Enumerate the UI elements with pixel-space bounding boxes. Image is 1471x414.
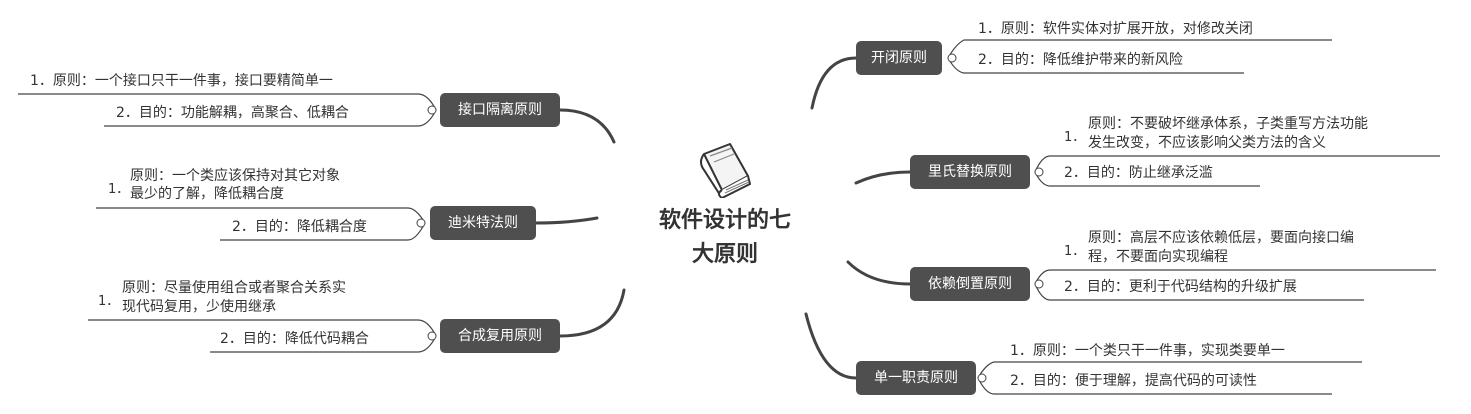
lsp-purpose: 2．目的：防止继承泛滥 [1064, 165, 1213, 181]
topic-liskov[interactable]: 里氏替换原则 [910, 155, 1030, 189]
topic-single-responsibility[interactable]: 单一职责原则 [856, 361, 976, 395]
link-center-lsp [854, 170, 912, 185]
lsp-number: 1． [1064, 130, 1086, 145]
central-topic: 软件设计的七 大原则 [640, 204, 810, 272]
crp-principle-line2: 现代码复用，少使用继承 [122, 299, 276, 315]
dip-purpose: 2．目的：更利于代码结构的升级扩展 [1064, 279, 1297, 295]
srp-purpose: 2．目的：便于理解，提高代码的可读性 [1010, 373, 1257, 389]
dip-number: 1． [1064, 244, 1086, 259]
lsp-principle-line2: 发生改变，不应该影响父类方法的含义 [1088, 135, 1326, 151]
lod-principle-line1: 原则：一个类应该保持对其它对象 [130, 168, 340, 184]
crp-principle-line1: 原则：尽量使用组合或者聚合关系实 [122, 280, 346, 296]
isp-purpose: 2．目的：功能解耦，高聚合、低耦合 [116, 105, 349, 121]
isp-principle: 1．原则：一个接口只干一件事，接口要精简单一 [30, 73, 333, 89]
book-icon [700, 143, 751, 198]
ocp-purpose: 2．目的：降低维护带来的新风险 [978, 52, 1183, 68]
link-center-lod [534, 216, 599, 225]
lsp-principle-line1: 原则：不要破坏继承体系，子类重写方法功能 [1088, 116, 1368, 132]
link-center-isp [558, 108, 616, 144]
dip-principle-line2: 程，不要面向实现编程 [1088, 249, 1228, 265]
topic-interface-segregation[interactable]: 接口隔离原则 [440, 93, 560, 127]
link-center-crp [558, 288, 626, 338]
topic-composite-reuse[interactable]: 合成复用原则 [440, 319, 560, 353]
topic-open-closed[interactable]: 开闭原则 [856, 41, 942, 75]
ocp-principle: 1．原则：软件实体对扩展开放，对修改关闭 [978, 21, 1253, 37]
link-center-dip [846, 260, 912, 286]
topic-dependency-inversion[interactable]: 依赖倒置原则 [910, 267, 1030, 301]
topic-law-of-demeter[interactable]: 迪米特法则 [430, 206, 536, 240]
central-topic-line1: 软件设计的七 [658, 208, 791, 233]
lod-number: 1． [108, 182, 130, 197]
lod-principle-line2: 最少的了解，降低耦合度 [130, 186, 284, 202]
link-center-srp [804, 312, 858, 380]
dip-principle-line1: 原则：高层不应该依赖低层，要面向接口编 [1088, 230, 1354, 246]
crp-number: 1． [98, 294, 120, 309]
link-center-ocp [810, 56, 858, 110]
crp-purpose: 2．目的：降低代码耦合 [220, 331, 369, 347]
srp-principle: 1．原则：一个类只干一件事，实现类要单一 [1010, 343, 1285, 359]
central-topic-line2: 大原则 [691, 242, 758, 267]
lod-purpose: 2．目的：降低耦合度 [232, 219, 367, 235]
